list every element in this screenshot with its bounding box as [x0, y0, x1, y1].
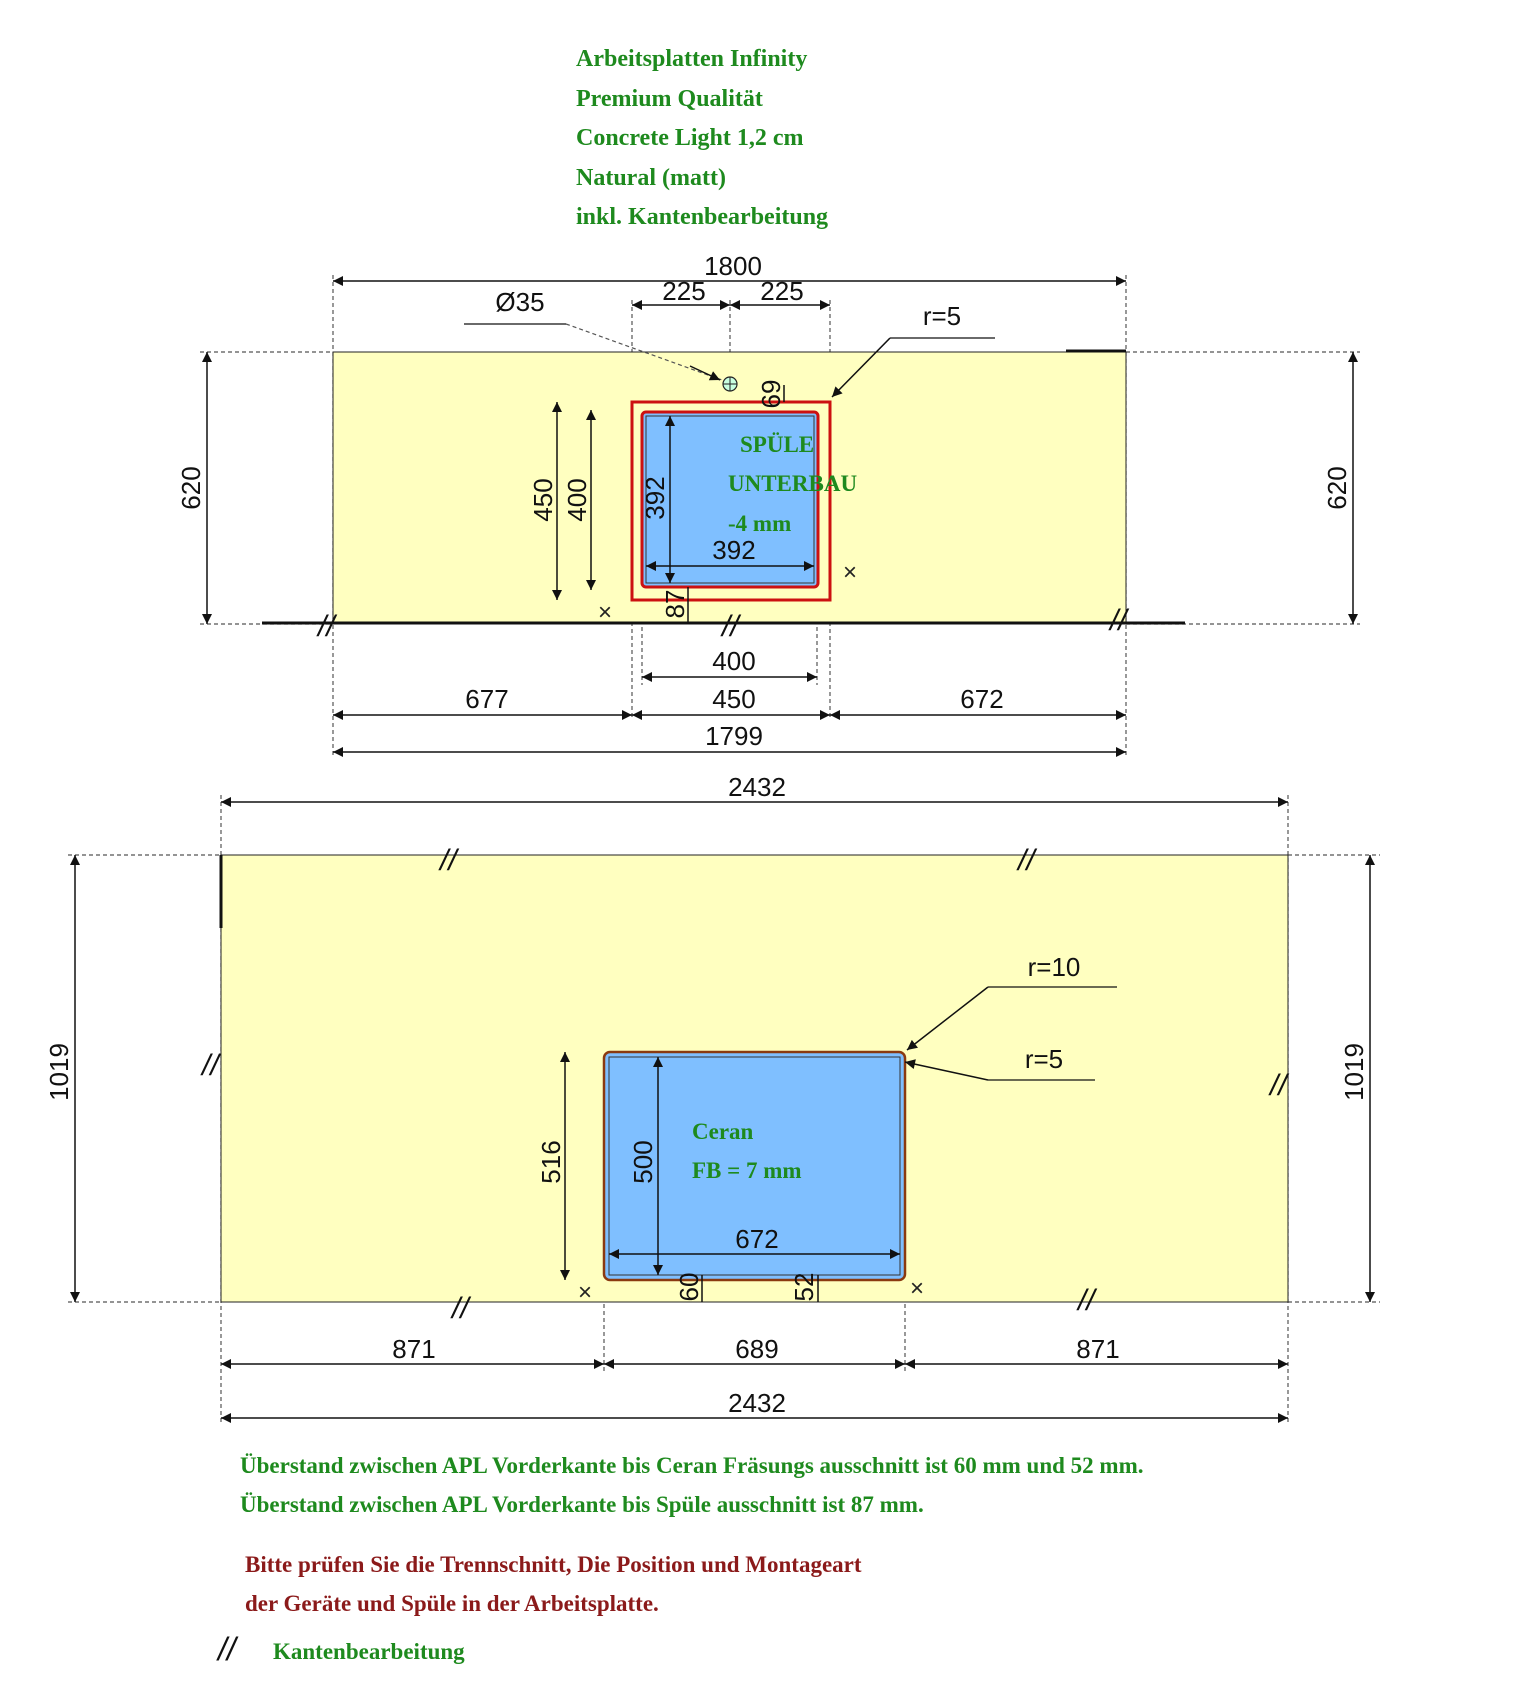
dim-60: 60: [674, 1273, 704, 1302]
header-line-quality: Premium Qualität: [576, 86, 763, 112]
dim-450-v: 450: [528, 478, 558, 521]
edge-mark: //: [438, 844, 459, 877]
dim-871-right: 871: [1076, 1334, 1119, 1364]
hole-diameter-label: Ø35: [495, 287, 544, 317]
dim-516: 516: [536, 1140, 566, 1183]
dim-672-top: 672: [960, 684, 1003, 714]
radius-label-top: r=5: [923, 301, 961, 331]
sink-inner-line: [645, 415, 815, 584]
cooktop-cutout: [602, 1050, 907, 1282]
x-mark: ×: [578, 1279, 592, 1306]
x-mark: ×: [598, 599, 612, 626]
note-check-line2: der Geräte und Spüle in der Arbeitsplatt…: [245, 1591, 659, 1616]
bottom-worktop: Ceran FB = 7 mm × × // // // // // //: [68, 795, 1380, 1422]
dim-500: 500: [628, 1140, 658, 1183]
header-line-finish: Natural (matt): [576, 165, 726, 191]
edge-mark: //: [200, 1049, 221, 1082]
dim-620-left: 620: [176, 466, 206, 509]
dim-620-right: 620: [1322, 466, 1352, 509]
sink-cutout: [640, 410, 820, 589]
legend-edge-label: Kantenbearbeitung: [273, 1639, 465, 1664]
cooktop-inner-line: [608, 1056, 901, 1276]
x-mark: ×: [910, 1275, 924, 1302]
dim-1800: 1800: [704, 251, 762, 281]
legend-edge-symbol: //: [216, 1631, 239, 1667]
note-sink-overhang: Überstand zwischen APL Vorderkante bis S…: [240, 1492, 924, 1517]
edge-mark: //: [450, 1292, 471, 1325]
notes-block: Überstand zwischen APL Vorderkante bis C…: [216, 1453, 1143, 1667]
dim-52: 52: [789, 1273, 819, 1302]
dim-2432-top: 2432: [728, 772, 786, 802]
dim-400-h: 400: [712, 646, 755, 676]
top-worktop: SPÜLE UNTERBAU -4 mm × × // // //: [200, 275, 1360, 758]
sink-label-line2: UNTERBAU: [728, 471, 857, 496]
radius-label-inner: r=5: [1025, 1044, 1063, 1074]
sink-outer-outline: [630, 400, 832, 602]
top-dimensions: 1800 225 225 Ø35 r=5 620 620 450 400 392…: [176, 251, 1358, 757]
edge-mark: //: [1108, 604, 1129, 637]
dim-1019-left: 1019: [44, 1043, 74, 1101]
dim-392-h: 392: [712, 535, 755, 565]
dim-1019-right: 1019: [1339, 1043, 1369, 1101]
dim-225-left: 225: [662, 276, 705, 306]
x-mark: ×: [843, 559, 857, 586]
note-cooktop-overhang: Überstand zwischen APL Vorderkante bis C…: [240, 1453, 1143, 1478]
radius-label-outer: r=10: [1028, 952, 1081, 982]
sink-label-line1: SPÜLE: [740, 432, 814, 457]
dim-871-left: 871: [392, 1334, 435, 1364]
dim-2432-bottom: 2432: [728, 1388, 786, 1418]
dim-400-v: 400: [562, 478, 592, 521]
radius-leader-arrow: [906, 986, 989, 1051]
bottom-dimensions: 2432 1019 1019 r=10 r=5 516 500 672 60 5…: [44, 772, 1375, 1423]
cooktop-label-line1: Ceran: [692, 1119, 754, 1144]
header-line-product: Arbeitsplatten Infinity: [576, 46, 807, 72]
edge-mark: //: [1016, 844, 1037, 877]
dim-87: 87: [660, 590, 690, 619]
dim-225-right: 225: [760, 276, 803, 306]
radius-leader-arrow: [904, 1059, 989, 1081]
dim-689: 689: [735, 1334, 778, 1364]
dim-69: 69: [756, 380, 786, 409]
edge-mark: //: [720, 610, 741, 643]
dim-677: 677: [465, 684, 508, 714]
dim-672-bottom: 672: [735, 1224, 778, 1254]
note-check-line1: Bitte prüfen Sie die Trennschnitt, Die P…: [245, 1552, 862, 1577]
dim-392-v: 392: [640, 476, 670, 519]
radius-leader-arrow: [831, 337, 891, 398]
edge-mark: //: [1268, 1069, 1289, 1102]
cooktop-label-line2: FB = 7 mm: [692, 1158, 802, 1183]
dim-450-h: 450: [712, 684, 755, 714]
dim-1799: 1799: [705, 721, 763, 751]
sink-label-line3: -4 mm: [728, 511, 791, 536]
header-line-edge: inkl. Kantenbearbeitung: [576, 204, 828, 230]
header-block: Arbeitsplatten Infinity Premium Qualität…: [576, 46, 828, 230]
edge-mark: //: [1076, 1284, 1097, 1317]
header-line-material: Concrete Light 1,2 cm: [576, 125, 804, 151]
edge-mark: //: [316, 610, 337, 643]
hole-leader-arrow: [689, 365, 721, 381]
